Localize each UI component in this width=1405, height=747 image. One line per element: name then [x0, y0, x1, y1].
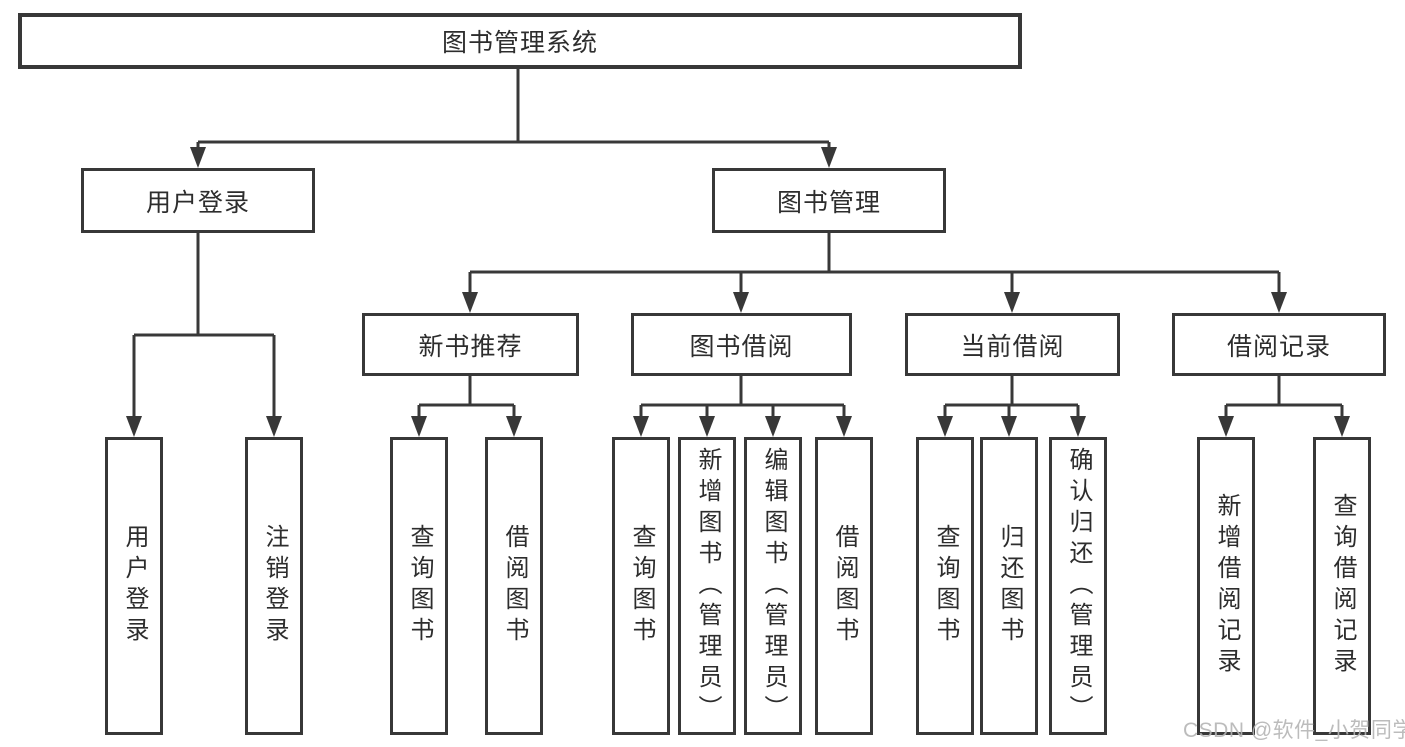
leaf-add-borrow-record: 新增借阅记录: [1197, 437, 1255, 735]
leaf-logout: 注销登录: [245, 437, 303, 735]
leaf-query-borrow-record: 查询借阅记录: [1313, 437, 1371, 735]
node-book-management-label: 图书管理: [776, 188, 881, 217]
leaf-edit-books-admin: 编辑图书（管理员）: [744, 437, 802, 735]
node-current-borrow-label: 当前借阅: [960, 332, 1065, 361]
node-book-management: 图书管理: [712, 168, 946, 233]
node-library-system-label: 图书管理系统: [441, 29, 598, 57]
leaf-borrow-books-label: 借阅图书: [831, 524, 858, 648]
leaf-borrow-books-recommend-label: 借阅图书: [501, 524, 528, 648]
leaf-query-books-recommend: 查询图书: [390, 437, 448, 735]
leaf-query-books-recommend-label: 查询图书: [406, 524, 433, 648]
leaf-user-login: 用户登录: [105, 437, 163, 735]
node-new-book-recommend-label: 新书推荐: [418, 332, 523, 361]
leaf-logout-label: 注销登录: [261, 524, 288, 648]
node-borrow-records: 借阅记录: [1172, 313, 1386, 376]
leaf-add-books-admin: 新增图书（管理员）: [678, 437, 736, 735]
node-library-system: 图书管理系统: [18, 13, 1022, 69]
leaf-query-borrow-record-label: 查询借阅记录: [1329, 493, 1356, 679]
leaf-add-books-admin-label: 新增图书（管理员）: [694, 446, 721, 726]
csdn-watermark: CSDN @软件_小贺同学: [1183, 719, 1405, 742]
leaf-borrow-books: 借阅图书: [815, 437, 873, 735]
leaf-return-books: 归还图书: [980, 437, 1038, 735]
leaf-add-borrow-record-label: 新增借阅记录: [1213, 493, 1240, 679]
node-new-book-recommend: 新书推荐: [362, 313, 579, 376]
leaf-confirm-return-admin-label: 确认归还（管理员）: [1065, 446, 1092, 726]
node-current-borrow: 当前借阅: [905, 313, 1120, 376]
node-book-borrow-label: 图书借阅: [689, 332, 794, 361]
leaf-query-books-borrow-label: 查询图书: [628, 524, 655, 648]
leaf-return-books-label: 归还图书: [996, 524, 1023, 648]
leaf-user-login-label: 用户登录: [121, 524, 148, 648]
node-borrow-records-label: 借阅记录: [1226, 332, 1331, 361]
leaf-query-books-borrow: 查询图书: [612, 437, 670, 735]
leaf-query-books-current-label: 查询图书: [932, 524, 959, 648]
node-user-login-label: 用户登录: [145, 188, 250, 217]
leaf-borrow-books-recommend: 借阅图书: [485, 437, 543, 735]
leaf-confirm-return-admin: 确认归还（管理员）: [1049, 437, 1107, 735]
leaf-edit-books-admin-label: 编辑图书（管理员）: [760, 446, 787, 726]
node-book-borrow: 图书借阅: [631, 313, 852, 376]
node-user-login: 用户登录: [81, 168, 315, 233]
leaf-query-books-current: 查询图书: [916, 437, 974, 735]
